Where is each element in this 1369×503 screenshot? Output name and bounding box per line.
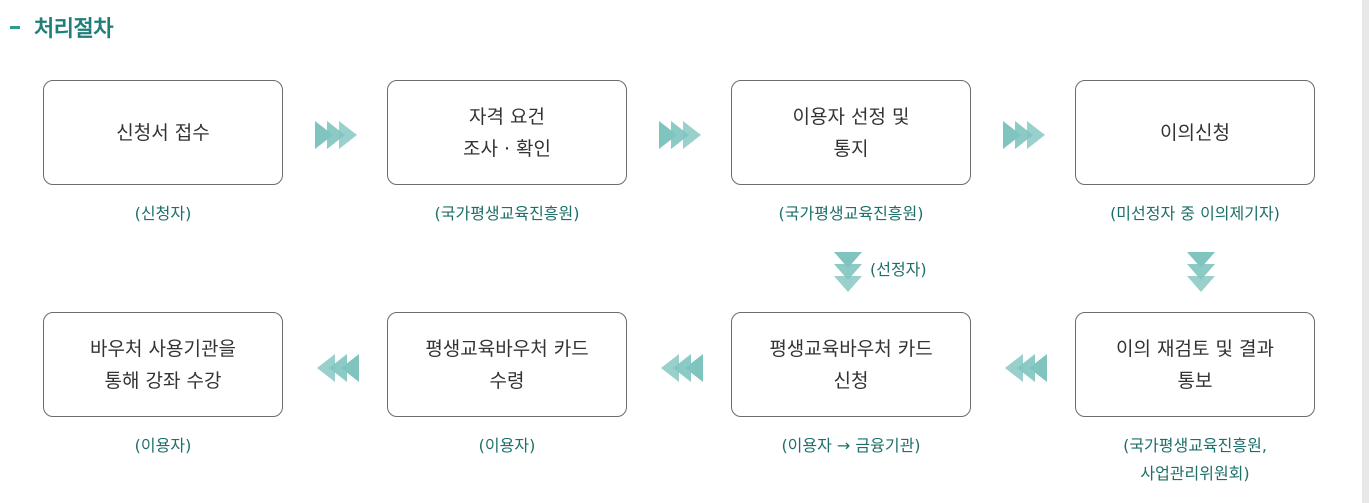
section-title: 처리절차 bbox=[34, 17, 113, 42]
triple-chevron-right-icon bbox=[1003, 121, 1045, 149]
branch-label: (선정자) bbox=[870, 260, 927, 279]
step-label: 평생교육바우처 카드 신청 bbox=[769, 337, 933, 392]
step-actor: (국가평생교육진흥원, 사업관리위원회) bbox=[1123, 436, 1267, 483]
step-actor: (이용자) bbox=[134, 436, 192, 455]
triple-chevron-right-icon bbox=[315, 121, 357, 149]
step-label: 이의 재검토 및 결과 통보 bbox=[1116, 337, 1274, 392]
step-actor: (신청자) bbox=[134, 204, 192, 223]
step-label: 바우처 사용기관을 통해 강좌 수강 bbox=[90, 337, 236, 392]
triple-chevron-left-icon bbox=[1005, 354, 1047, 382]
step-label: 자격 요건 조사 · 확인 bbox=[462, 105, 552, 160]
step-box-application: 신청서 접수 bbox=[43, 80, 283, 185]
step-box-card-application: 평생교육바우처 카드 신청 bbox=[731, 312, 971, 417]
step-box-objection: 이의신청 bbox=[1075, 80, 1315, 185]
step-label: 평생교육바우처 카드 수령 bbox=[425, 337, 589, 392]
triple-chevron-down-icon bbox=[1187, 252, 1215, 292]
step-actor: (국가평생교육진흥원) bbox=[434, 204, 580, 223]
step-label: 신청서 접수 bbox=[116, 121, 210, 144]
step-box-course-enrollment: 바우처 사용기관을 통해 강좌 수강 bbox=[43, 312, 283, 417]
step-label: 이용자 선정 및 통지 bbox=[792, 105, 910, 160]
step-actor: (이용자 → 금융기관) bbox=[781, 436, 921, 455]
section-header: 처리절차 bbox=[10, 10, 113, 44]
step-box-selection-notice: 이용자 선정 및 통지 bbox=[731, 80, 971, 185]
triple-chevron-right-icon bbox=[659, 121, 701, 149]
triple-chevron-left-icon bbox=[661, 354, 703, 382]
triple-chevron-left-icon bbox=[317, 354, 359, 382]
step-actor: (국가평생교육진흥원) bbox=[778, 204, 924, 223]
step-box-eligibility-check: 자격 요건 조사 · 확인 bbox=[387, 80, 627, 185]
step-actor: (미선정자 중 이의제기자) bbox=[1110, 204, 1280, 223]
step-label: 이의신청 bbox=[1160, 121, 1230, 144]
step-box-card-receipt: 평생교육바우처 카드 수령 bbox=[387, 312, 627, 417]
scrollbar-track[interactable] bbox=[1362, 0, 1369, 503]
triple-chevron-down-icon bbox=[834, 252, 862, 292]
step-actor: (이용자) bbox=[478, 436, 536, 455]
step-box-review-result: 이의 재검토 및 결과 통보 bbox=[1075, 312, 1315, 417]
title-dash bbox=[10, 25, 20, 29]
